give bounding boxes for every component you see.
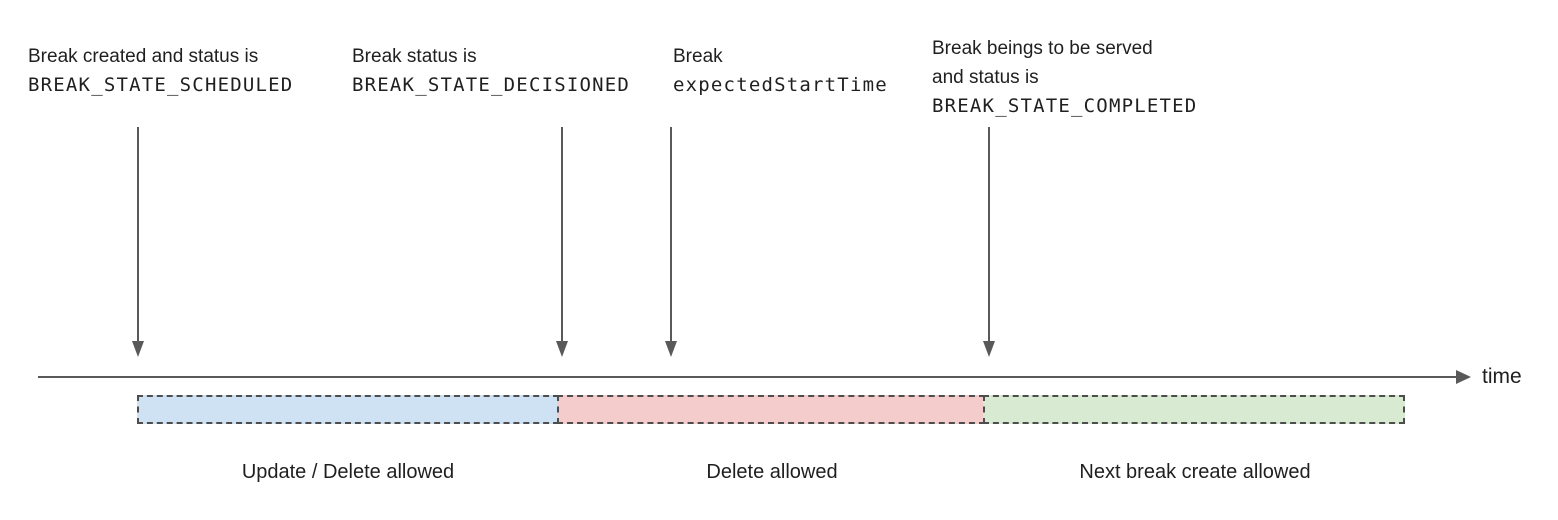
- annotation-text: Break created and status is: [28, 46, 259, 67]
- down-arrow-icon: [131, 127, 145, 357]
- annotation-code: BREAK_STATE_DECISIONED: [352, 74, 631, 96]
- down-arrow-icon: [982, 127, 996, 357]
- segment-label-next-break: Next break create allowed: [1079, 461, 1311, 483]
- annotation-text: and status is: [932, 67, 1039, 88]
- annotation-text: Break beings to be served: [932, 38, 1153, 59]
- annotation-code: BREAK_STATE_SCHEDULED: [28, 74, 294, 96]
- arrow-head: [556, 341, 568, 357]
- annotation-break-completed: Break beings to be served and status is …: [932, 34, 1197, 121]
- segment-label-delete: Delete allowed: [706, 461, 838, 483]
- annotation-break-scheduled: Break created and status is BREAK_STATE_…: [28, 42, 293, 100]
- segment-next-break-create-allowed: [983, 395, 1405, 424]
- annotation-code: BREAK_STATE_COMPLETED: [932, 95, 1198, 117]
- arrow-shaft: [137, 127, 139, 342]
- time-axis-line: [38, 376, 1456, 378]
- arrow-head: [983, 341, 995, 357]
- arrow-head: [132, 341, 144, 357]
- arrow-shaft: [670, 127, 672, 342]
- annotation-code: expectedStartTime: [673, 74, 888, 96]
- down-arrow-icon: [555, 127, 569, 357]
- down-arrow-icon: [664, 127, 678, 357]
- annotation-break-decisioned: Break status is BREAK_STATE_DECISIONED: [352, 42, 630, 100]
- time-axis-arrowhead-icon: [1456, 370, 1471, 384]
- arrow-shaft: [561, 127, 563, 342]
- annotation-text: Break status is: [352, 46, 477, 67]
- segment-delete-allowed: [557, 395, 985, 424]
- segment-update-delete-allowed: [137, 395, 559, 424]
- timeline-segments-bar: [137, 395, 1405, 424]
- segment-label-update-delete: Update / Delete allowed: [241, 461, 455, 483]
- time-axis-label: time: [1482, 365, 1522, 388]
- segment-labels-row: Update / Delete allowed Delete allowed N…: [137, 458, 1405, 486]
- annotation-expected-start-time: Break expectedStartTime: [673, 42, 888, 100]
- arrow-shaft: [988, 127, 990, 342]
- arrow-head: [665, 341, 677, 357]
- annotation-text: Break: [673, 46, 723, 67]
